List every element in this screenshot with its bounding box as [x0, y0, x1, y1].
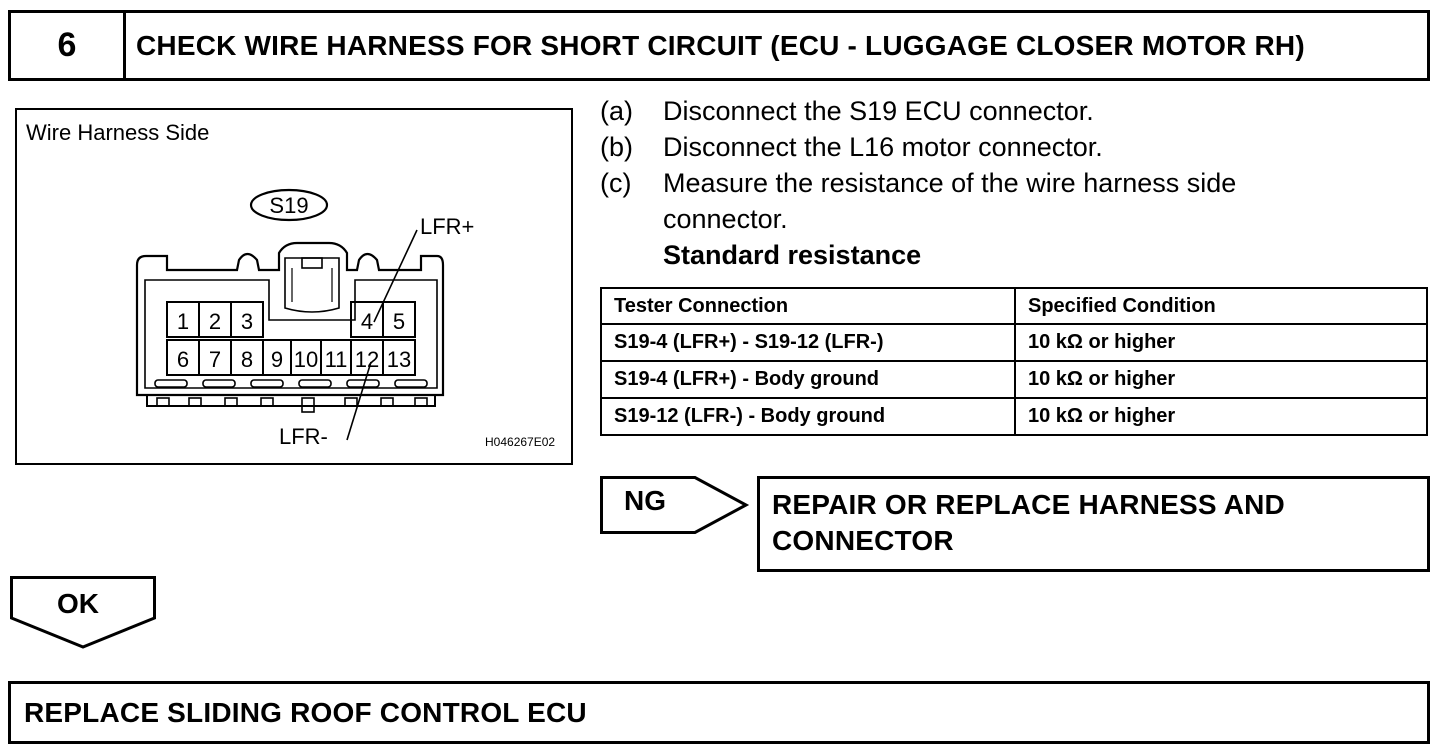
table-header: Specified Condition	[1014, 287, 1428, 325]
pin-6: 6	[177, 347, 189, 372]
table-cell: S19-4 (LFR+) - Body ground	[600, 360, 1016, 399]
instruction-letter: (a)	[600, 96, 633, 126]
table-cell: S19-12 (LFR-) - Body ground	[600, 397, 1016, 436]
table-header: Tester Connection	[600, 287, 1016, 325]
final-action-text: REPLACE SLIDING ROOF CONTROL ECU	[24, 696, 587, 728]
step-title: CHECK WIRE HARNESS FOR SHORT CIRCUIT (EC…	[136, 29, 1305, 61]
pin-10: 10	[294, 347, 318, 372]
step-header: 6 CHECK WIRE HARNESS FOR SHORT CIRCUIT (…	[8, 10, 1430, 81]
callout-lfr-plus: LFR+	[420, 214, 475, 239]
table-cell: 10 kΩ or higher	[1014, 360, 1428, 399]
connector-label: S19	[269, 193, 308, 218]
instruction-text: Disconnect the S19 ECU connector.	[663, 96, 1094, 126]
ng-label: NG	[624, 485, 666, 516]
pin-5: 5	[393, 309, 405, 334]
table-header-row: Tester Connection Specified Condition	[600, 287, 1428, 325]
ok-label: OK	[57, 588, 99, 619]
ng-result-box: REPAIR OR REPLACE HARNESS AND CONNECTOR	[757, 476, 1430, 572]
instruction-text: Measure the resistance of the wire harne…	[663, 168, 1237, 198]
instruction-letter: (c)	[600, 168, 632, 198]
pin-4: 4	[361, 309, 373, 334]
instruction-text: Disconnect the L16 motor connector.	[663, 132, 1103, 162]
standard-heading: Standard resistance	[663, 240, 922, 270]
table-row: S19-12 (LFR-) - Body ground 10 kΩ or hig…	[600, 397, 1428, 436]
table-cell: 10 kΩ or higher	[1014, 397, 1428, 436]
pin-13: 13	[387, 347, 411, 372]
instruction-letter: (b)	[600, 132, 633, 162]
pin-2: 2	[209, 309, 221, 334]
ok-arrow-icon	[10, 576, 156, 649]
step-number: 6	[11, 13, 126, 78]
ng-result-line: REPAIR OR REPLACE HARNESS AND	[772, 489, 1285, 520]
pin-9: 9	[271, 347, 283, 372]
ng-result-line: CONNECTOR	[772, 525, 954, 556]
pin-12: 12	[355, 347, 379, 372]
ng-arrow-icon	[600, 476, 750, 534]
callout-lfr-minus: LFR-	[279, 424, 328, 449]
resistance-table: Tester Connection Specified Condition S1…	[600, 287, 1428, 436]
table-row: S19-4 (LFR+) - Body ground 10 kΩ or high…	[600, 360, 1428, 399]
pin-8: 8	[241, 347, 253, 372]
table-row: S19-4 (LFR+) - S19-12 (LFR-) 10 kΩ or hi…	[600, 323, 1428, 362]
pin-7: 7	[209, 347, 221, 372]
table-cell: 10 kΩ or higher	[1014, 323, 1428, 362]
pin-1: 1	[177, 309, 189, 334]
figure-caption: Wire Harness Side	[26, 120, 210, 145]
figure-id: H046267E02	[485, 435, 556, 449]
ng-result-text: REPAIR OR REPLACE HARNESS AND CONNECTOR	[772, 487, 1412, 559]
connector-figure: Wire Harness Side S19	[15, 108, 573, 465]
connector-drawing: S19 1 2 3	[135, 188, 445, 441]
final-action-box: REPLACE SLIDING ROOF CONTROL ECU	[8, 681, 1430, 744]
table-cell: S19-4 (LFR+) - S19-12 (LFR-)	[600, 323, 1016, 362]
pin-11: 11	[325, 347, 348, 372]
pin-3: 3	[241, 309, 253, 334]
instruction-text: connector.	[663, 204, 788, 234]
